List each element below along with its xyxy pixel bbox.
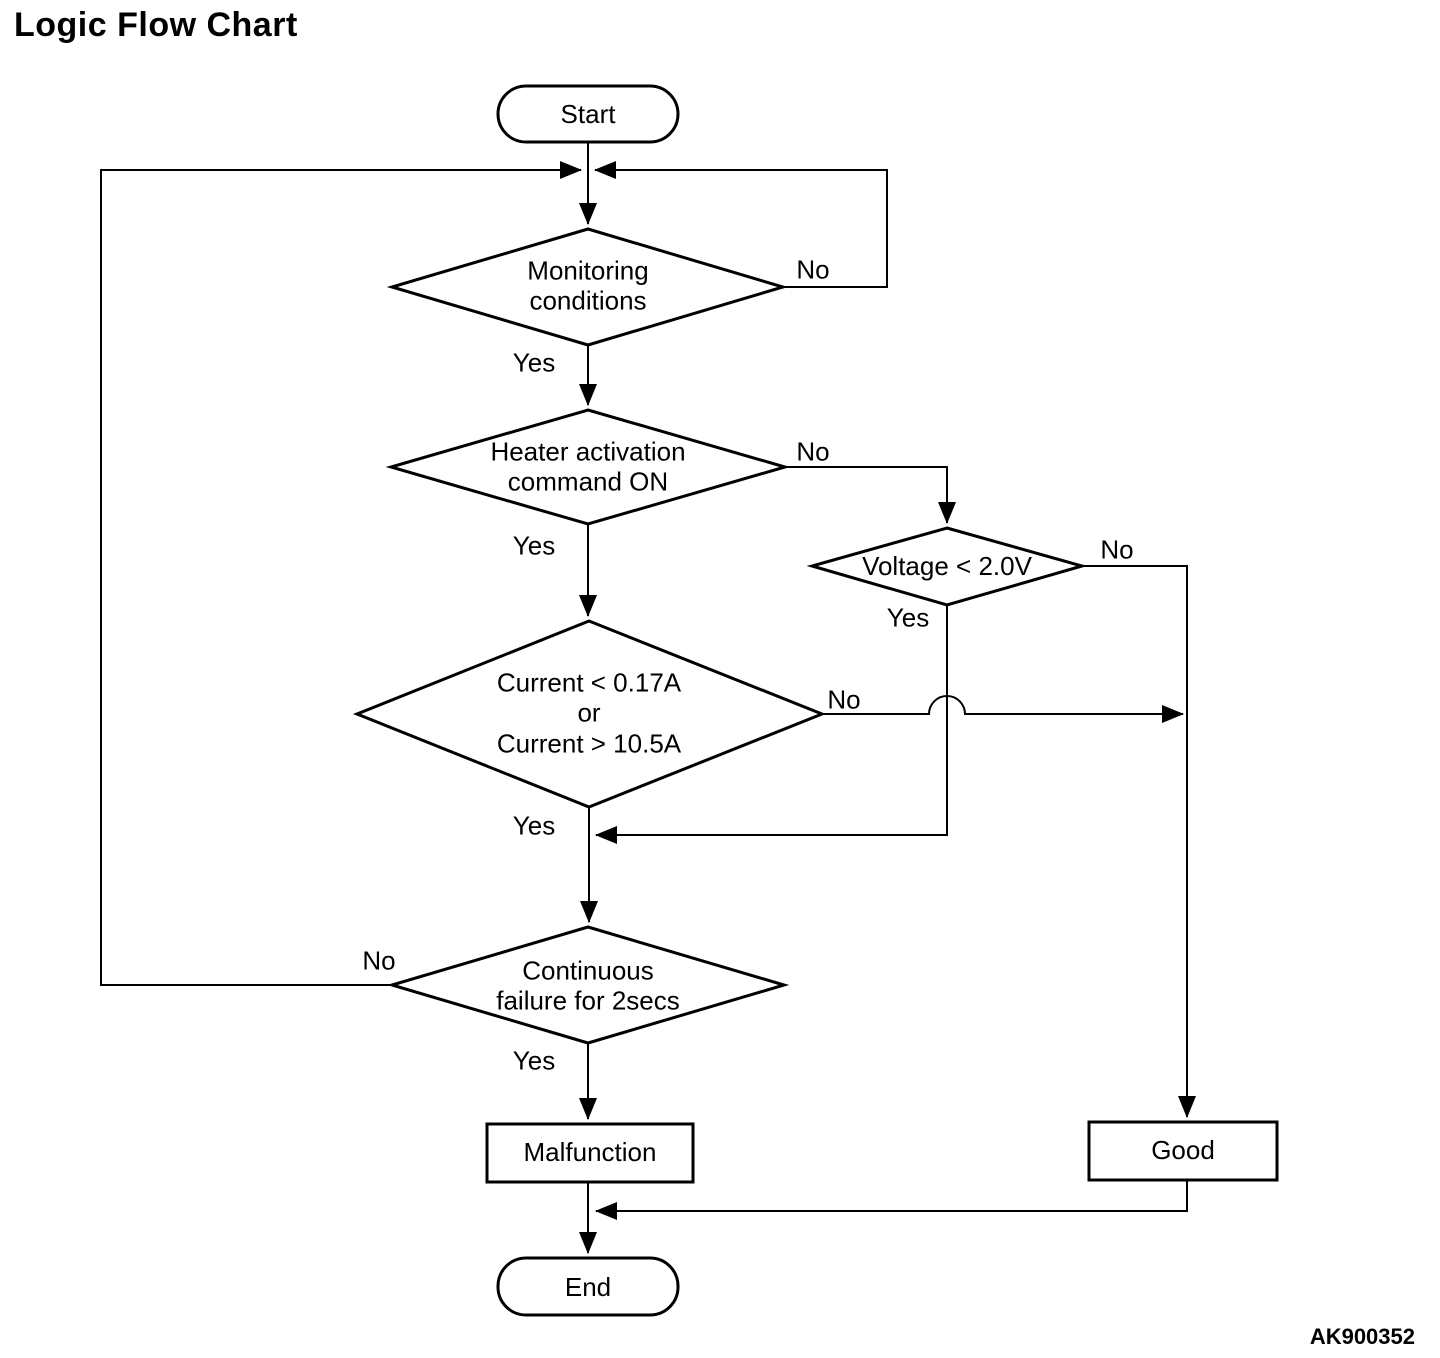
- continuous-failure-decision-shape: [386, 925, 790, 1045]
- start-node-shape: [496, 84, 680, 144]
- current-yes-label: Yes: [512, 810, 556, 841]
- continuous-failure-label: Continuous failure for 2secs: [496, 955, 680, 1016]
- edge-heater-no: [785, 466, 956, 524]
- good-node-shape: [1087, 1120, 1279, 1182]
- monitoring-no-label: No: [796, 254, 830, 285]
- monitoring-conditions-decision-shape: [386, 227, 789, 347]
- edge-continuous-no-loop: [100, 161, 582, 986]
- current-no-label: No: [827, 684, 861, 715]
- heater-activation-label: Heater activation command ON: [490, 436, 686, 497]
- current-decision-label: Current < 0.17A or Current > 10.5A: [496, 667, 682, 759]
- start-node-label: Start: [560, 98, 616, 129]
- continuous-yes-label: Yes: [512, 1045, 556, 1076]
- voltage-yes-label: Yes: [886, 602, 930, 633]
- edge-voltage-no: [1082, 565, 1196, 1118]
- current-decision-shape: [352, 619, 827, 809]
- heater-activation-decision-shape: [385, 408, 791, 526]
- edge-good-to-end: [595, 1180, 1188, 1220]
- continuous-no-label: No: [362, 945, 396, 976]
- page-title: Logic Flow Chart: [14, 6, 298, 44]
- end-node-shape: [496, 1256, 680, 1317]
- monitoring-conditions-label: Monitoring conditions: [527, 255, 649, 316]
- edge-monitoring-no-loop: [594, 161, 888, 288]
- malfunction-node-label: Malfunction: [523, 1136, 657, 1167]
- voltage-decision-shape: [806, 526, 1088, 607]
- voltage-decision-label: Voltage < 2.0V: [862, 550, 1032, 581]
- voltage-no-label: No: [1100, 534, 1134, 565]
- edge-voltage-yes: [595, 605, 948, 844]
- monitoring-yes-label: Yes: [512, 347, 556, 378]
- edge-current-no-with-hop: [822, 695, 1184, 723]
- malfunction-node-shape: [485, 1122, 695, 1184]
- heater-yes-label: Yes: [512, 530, 556, 561]
- end-node-label: End: [564, 1271, 612, 1302]
- figure-code: AK900352: [1309, 1324, 1415, 1349]
- heater-no-label: No: [796, 436, 830, 467]
- good-node-label: Good: [1151, 1134, 1215, 1165]
